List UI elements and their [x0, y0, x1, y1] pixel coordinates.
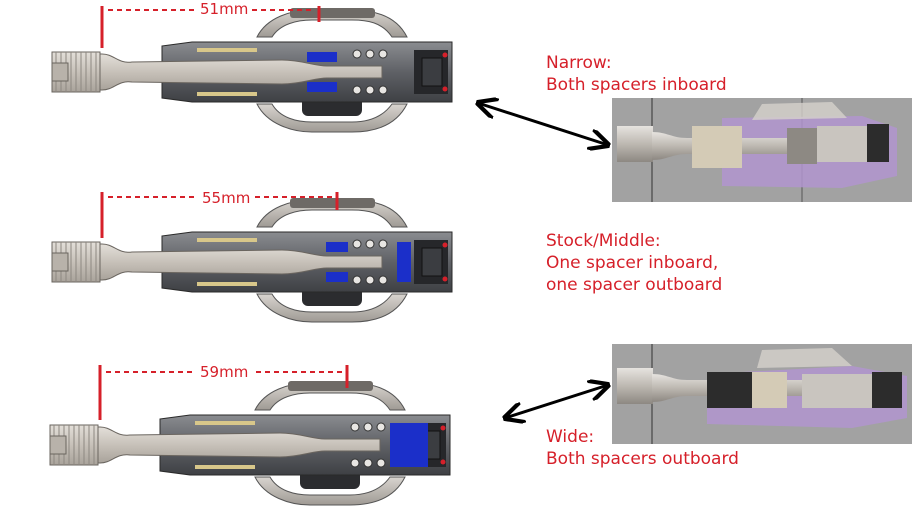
pedal-stock	[51, 197, 453, 323]
pedal-narrow	[51, 7, 453, 133]
caption-line: Stock/Middle:	[546, 231, 661, 251]
caption-line: Narrow:	[546, 53, 612, 73]
caption-narrow: Narrow: Both spacers inboard	[546, 52, 727, 96]
caption-line: Both spacers inboard	[546, 75, 727, 95]
pedal-wide	[49, 380, 451, 506]
caption-line: one spacer outboard	[546, 275, 723, 295]
dimension-label-wide: 59mm	[200, 363, 248, 381]
caption-line: One spacer inboard,	[546, 253, 719, 273]
dimension-label-stock: 55mm	[202, 189, 250, 207]
caption-line: Both spacers outboard	[546, 449, 739, 469]
caption-stock: Stock/Middle: One spacer inboard, one sp…	[546, 230, 722, 296]
pedal-photo-wide	[612, 344, 912, 444]
caption-wide: Wide: Both spacers outboard	[546, 426, 739, 470]
dimension-label-narrow: 51mm	[200, 0, 248, 18]
caption-line: Wide:	[546, 427, 595, 447]
double-headed-arrow-icon	[505, 385, 608, 418]
double-headed-arrow-icon	[478, 103, 608, 145]
pedal-photo-narrow	[612, 98, 912, 202]
